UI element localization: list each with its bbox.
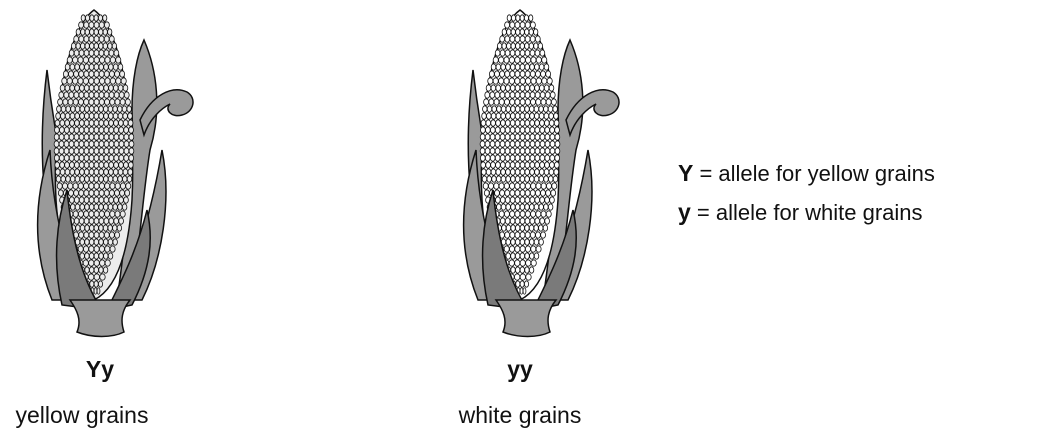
legend-text: = allele for yellow grains xyxy=(693,161,935,186)
legend-text: = allele for white grains xyxy=(691,200,923,225)
allele-legend: Y = allele for yellow grains y = allele … xyxy=(678,154,935,232)
corn-ear-yellow-drawing xyxy=(22,0,222,345)
legend-symbol: y xyxy=(678,199,691,225)
legend-symbol: Y xyxy=(678,160,693,186)
genotype-label-left: Yy xyxy=(0,356,200,383)
corn-stalk-base xyxy=(70,300,130,337)
corn-ear-white-drawing xyxy=(448,0,648,345)
genotype-label-right: yy xyxy=(420,356,620,383)
corn-ear-yellow xyxy=(22,0,222,345)
legend-item-white: y = allele for white grains xyxy=(678,193,935,232)
corn-ear-white xyxy=(448,0,648,345)
phenotype-label-left: yellow grains xyxy=(0,402,192,429)
corn-stalk-base xyxy=(496,300,556,337)
phenotype-label-right: white grains xyxy=(410,402,630,429)
legend-item-yellow: Y = allele for yellow grains xyxy=(678,154,935,193)
